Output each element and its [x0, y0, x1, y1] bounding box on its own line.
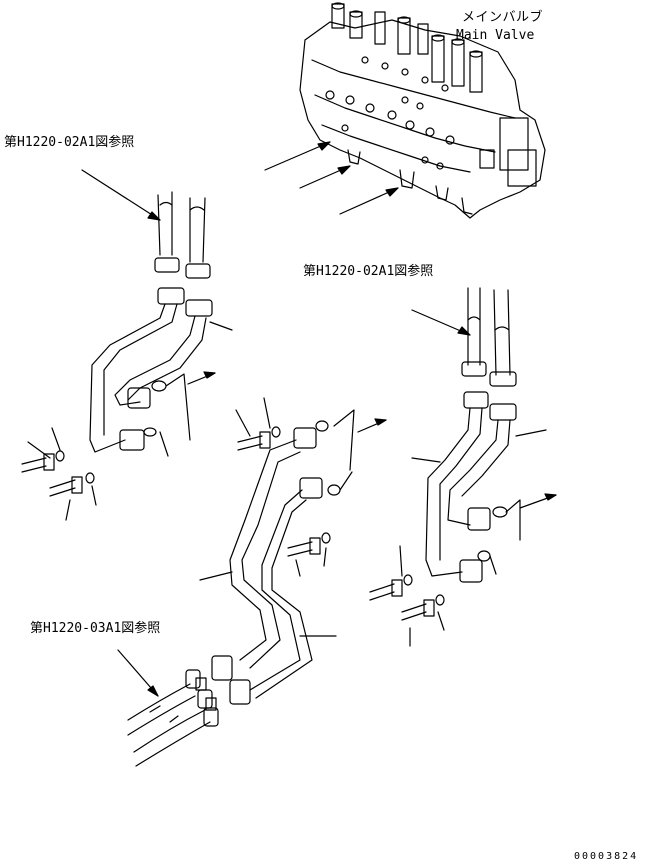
document-number: 00003824 [574, 851, 639, 862]
center-pipe-assembly [199, 397, 387, 705]
reference-label-lower-left: 第H1220-03A1図参照 [30, 621, 161, 636]
reference-label-upper-right: 第H1220-02A1図参照 [303, 264, 434, 279]
left-pipe-assembly [21, 169, 233, 521]
main-valve-label-jp: メインバルブ [462, 10, 544, 25]
main-valve-label-en: Main Valve [456, 28, 535, 43]
main-valve-drawing [264, 2, 546, 219]
lower-hoses [117, 649, 219, 767]
right-pipe-assembly [369, 287, 557, 647]
reference-label-upper-left: 第H1220-02A1図参照 [4, 135, 135, 150]
